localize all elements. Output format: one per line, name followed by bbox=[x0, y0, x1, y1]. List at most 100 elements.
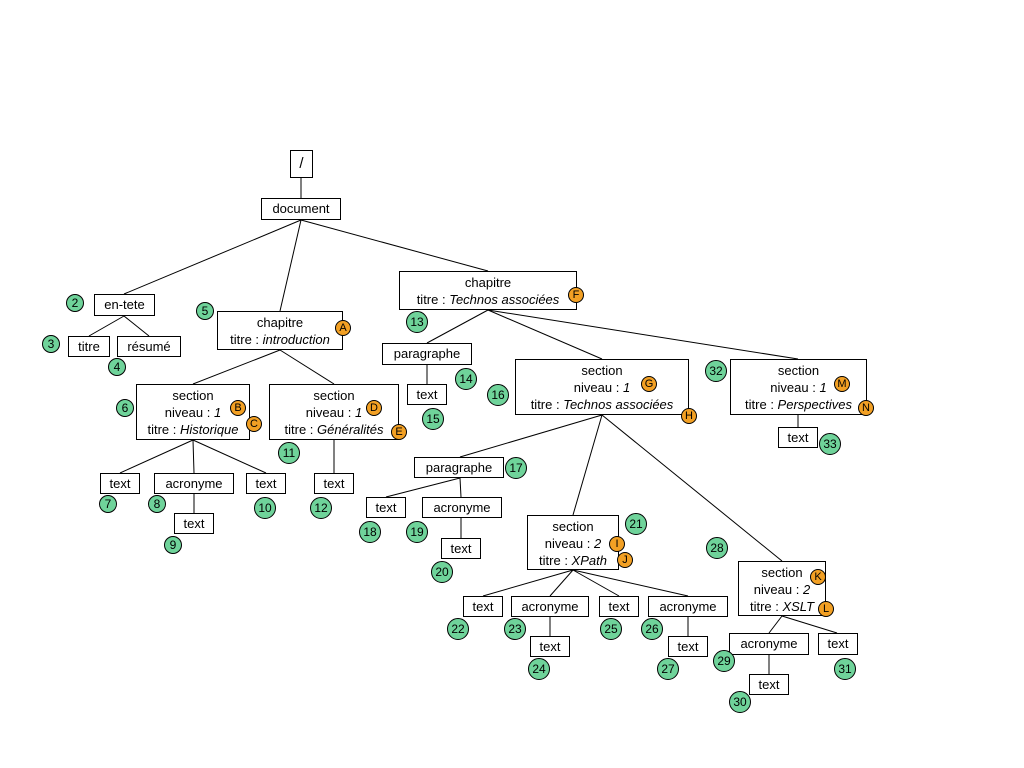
number-marker: 28 bbox=[706, 537, 728, 559]
chapitre-label: chapitre bbox=[256, 315, 304, 330]
niveau-line: niveau : 1 bbox=[270, 404, 398, 421]
number-marker: 31 bbox=[834, 658, 856, 680]
number-marker: 17 bbox=[505, 457, 527, 479]
titre-key: titre : bbox=[745, 397, 778, 412]
paragraphe-node: paragraphe bbox=[382, 343, 472, 365]
titre-key: titre : bbox=[147, 422, 180, 437]
chapitre-label: chapitre bbox=[464, 275, 512, 290]
letter-marker: D bbox=[366, 400, 382, 416]
edge bbox=[601, 414, 783, 562]
number-marker: 10 bbox=[254, 497, 276, 519]
text-label: text bbox=[323, 476, 345, 491]
titre-value: introduction bbox=[262, 332, 330, 347]
text-label: text bbox=[109, 476, 131, 491]
edge bbox=[549, 569, 574, 597]
number-label: 19 bbox=[410, 525, 424, 539]
number-marker: 7 bbox=[99, 495, 117, 513]
number-label: 31 bbox=[838, 662, 852, 676]
acronyme-node: acronyme bbox=[154, 473, 234, 494]
edge bbox=[572, 569, 620, 597]
number-marker: 22 bbox=[447, 618, 469, 640]
number-label: 18 bbox=[363, 525, 377, 539]
edge bbox=[426, 309, 489, 344]
text-node: text bbox=[599, 596, 639, 617]
edge bbox=[572, 569, 689, 597]
text-label: text bbox=[677, 639, 699, 654]
chapitre-introduction-node: chapitre titre : introduction bbox=[217, 311, 343, 350]
titre-label: titre bbox=[78, 339, 100, 354]
letter-marker: F bbox=[568, 287, 584, 303]
number-marker: 33 bbox=[819, 433, 841, 455]
titre-key: titre : bbox=[749, 599, 783, 614]
niveau-key: niveau : bbox=[770, 380, 820, 395]
titre-key: titre : bbox=[416, 292, 450, 307]
number-marker: 12 bbox=[310, 497, 332, 519]
text-node: text bbox=[441, 538, 481, 559]
root-label: / bbox=[299, 155, 304, 172]
number-label: 25 bbox=[604, 622, 618, 636]
number-marker: 26 bbox=[641, 618, 663, 640]
section-label: section bbox=[581, 363, 623, 378]
text-label: text bbox=[608, 599, 630, 614]
text-label: text bbox=[255, 476, 277, 491]
en-tete-label: en-tete bbox=[104, 297, 145, 312]
paragraphe-label: paragraphe bbox=[425, 460, 493, 475]
resume-node: résumé bbox=[117, 336, 181, 357]
text-node: text bbox=[818, 633, 858, 655]
acronyme-node: acronyme bbox=[729, 633, 809, 655]
titre-line: titre : Historique bbox=[137, 421, 249, 438]
letter-marker: N bbox=[858, 400, 874, 416]
titre-key: titre : bbox=[530, 397, 564, 412]
paragraphe-label: paragraphe bbox=[393, 346, 461, 361]
niveau-key: niveau : bbox=[753, 582, 803, 597]
niveau-line: niveau : 2 bbox=[528, 535, 618, 552]
acronyme-label: acronyme bbox=[165, 476, 223, 491]
text-label: text bbox=[416, 387, 438, 402]
edge bbox=[119, 439, 194, 474]
titre-key: titre : bbox=[230, 332, 263, 347]
niveau-value: 1 bbox=[354, 405, 363, 420]
number-label: 15 bbox=[426, 412, 440, 426]
number-label: 3 bbox=[47, 337, 55, 351]
niveau-line: niveau : 2 bbox=[739, 581, 825, 598]
titre-value: XSLT bbox=[782, 599, 815, 614]
number-marker: 8 bbox=[148, 495, 166, 513]
letter-marker: E bbox=[391, 424, 407, 440]
text-node: text bbox=[100, 473, 140, 494]
titre-value: Technos associées bbox=[449, 292, 560, 307]
letter-marker: M bbox=[834, 376, 850, 392]
number-label: 21 bbox=[629, 517, 643, 531]
number-label: 26 bbox=[645, 622, 659, 636]
text-node: text bbox=[778, 427, 818, 448]
number-label: 33 bbox=[823, 437, 837, 451]
edge bbox=[300, 219, 489, 272]
titre-line: titre : Généralités bbox=[270, 421, 398, 438]
text-node: text bbox=[530, 636, 570, 657]
number-marker: 3 bbox=[42, 335, 60, 353]
letter-marker: I bbox=[609, 536, 625, 552]
text-label: text bbox=[450, 541, 472, 556]
chapitre-titre-line: titre : Technos associées bbox=[400, 291, 576, 308]
text-node: text bbox=[246, 473, 286, 494]
number-marker: 32 bbox=[705, 360, 727, 382]
niveau-line: niveau : 1 bbox=[731, 379, 866, 396]
text-node: text bbox=[314, 473, 354, 494]
number-marker: 13 bbox=[406, 311, 428, 333]
text-node: text bbox=[668, 636, 708, 657]
letter-label: N bbox=[862, 401, 870, 414]
text-label: text bbox=[827, 636, 849, 651]
number-marker: 16 bbox=[487, 384, 509, 406]
edge bbox=[459, 477, 462, 498]
edge bbox=[279, 349, 335, 385]
titre-value: Perspectives bbox=[777, 397, 852, 412]
number-marker: 24 bbox=[528, 658, 550, 680]
acronyme-node: acronyme bbox=[648, 596, 728, 617]
letter-label: B bbox=[234, 401, 242, 414]
acronyme-label: acronyme bbox=[740, 636, 798, 651]
number-label: 12 bbox=[314, 501, 328, 515]
text-node: text bbox=[407, 384, 447, 405]
letter-label: H bbox=[685, 409, 693, 422]
edge bbox=[482, 569, 574, 597]
acronyme-label: acronyme bbox=[433, 500, 491, 515]
number-label: 10 bbox=[258, 501, 272, 515]
